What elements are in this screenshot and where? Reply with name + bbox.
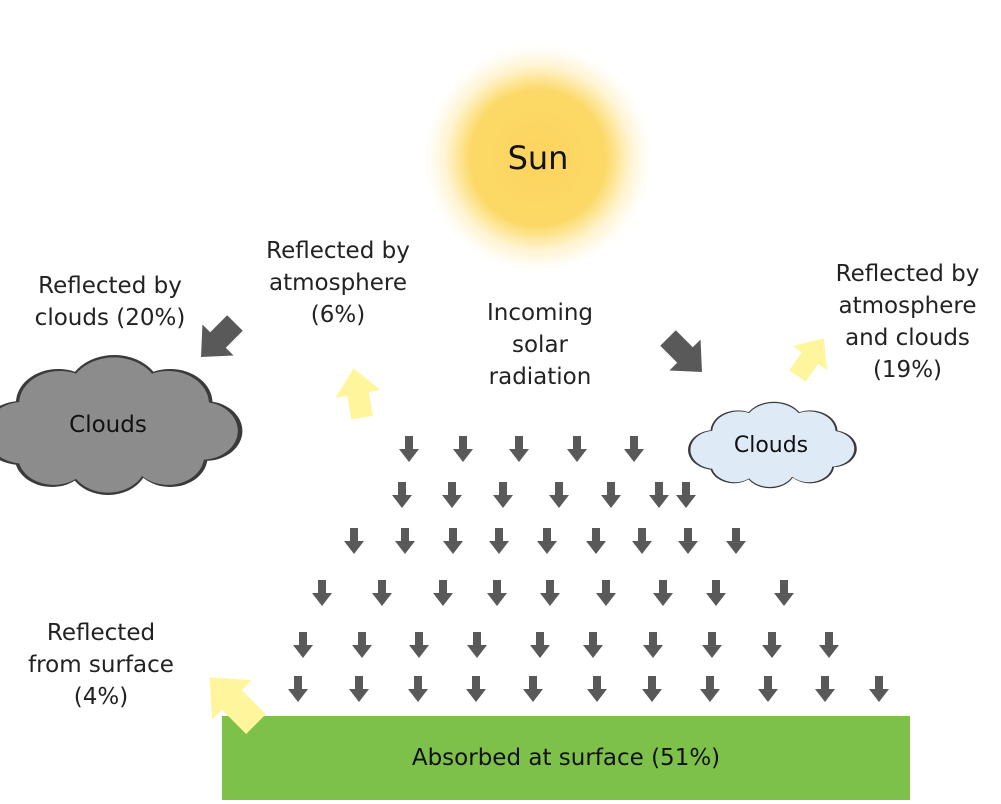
ray-arrow bbox=[352, 632, 372, 658]
ray-arrow bbox=[530, 632, 550, 658]
ray-arrow bbox=[583, 632, 603, 658]
ray-arrow bbox=[643, 632, 663, 658]
incoming-line-2: solar bbox=[512, 332, 568, 358]
ray-arrow bbox=[433, 580, 453, 606]
ray-arrow bbox=[567, 436, 587, 462]
reflected-atm-clouds-line-3: and clouds bbox=[845, 325, 970, 351]
ray-arrow bbox=[653, 580, 673, 606]
ray-arrow bbox=[453, 436, 473, 462]
ray-arrow bbox=[587, 676, 607, 702]
ray-arrow bbox=[642, 676, 662, 702]
reflected-surface-line-2: from surface bbox=[28, 652, 174, 678]
reflected-by-atmosphere-line-2: atmosphere bbox=[269, 270, 407, 296]
ray-arrow bbox=[312, 580, 332, 606]
ray-arrow bbox=[586, 528, 606, 554]
reflected-surface-arrow bbox=[209, 677, 266, 734]
reflected-surface-line-1: Reflected bbox=[46, 620, 156, 646]
ray-arrow bbox=[624, 436, 644, 462]
ray-arrow bbox=[523, 676, 543, 702]
reflected-by-clouds-line-1: Reflected by bbox=[38, 273, 182, 299]
ray-arrow bbox=[466, 676, 486, 702]
to-left-cloud-arrow bbox=[201, 315, 243, 357]
ray-arrow bbox=[372, 580, 392, 606]
ray-arrow bbox=[399, 436, 419, 462]
ray-arrow bbox=[392, 482, 412, 508]
reflected-atmosphere-clouds-arrow bbox=[789, 338, 828, 382]
sun bbox=[436, 56, 640, 260]
reflected-atmosphere-arrow bbox=[335, 368, 381, 420]
ray-arrow bbox=[395, 528, 415, 554]
reflected-atm-clouds-line-2: atmosphere bbox=[838, 293, 977, 319]
ray-arrow bbox=[349, 676, 369, 702]
absorbed-at-surface-label: Absorbed at surface (51%) bbox=[411, 745, 721, 771]
reflected-by-atmosphere-label: Reflected by atmosphere (6%) bbox=[238, 235, 438, 331]
reflected-by-clouds-label: Reflected by clouds (20%) bbox=[10, 270, 210, 334]
ray-arrow bbox=[288, 676, 308, 702]
ray-arrow bbox=[443, 528, 463, 554]
incoming-line-1: Incoming bbox=[486, 300, 594, 326]
incoming-line-3: radiation bbox=[488, 364, 592, 390]
sun-label: Sun bbox=[507, 139, 569, 177]
ray-arrow bbox=[487, 580, 507, 606]
ray-arrow bbox=[467, 632, 487, 658]
ray-arrow bbox=[509, 436, 529, 462]
ray-arrow bbox=[601, 482, 621, 508]
reflected-by-atmosphere-line-3: (6%) bbox=[310, 302, 366, 328]
ray-arrow bbox=[489, 528, 509, 554]
surface-band bbox=[222, 716, 910, 800]
ray-arrow bbox=[549, 482, 569, 508]
reflected-from-surface-label: Reflected from surface (4%) bbox=[6, 617, 196, 713]
ray-arrow bbox=[702, 632, 722, 658]
ray-arrow bbox=[540, 580, 560, 606]
incoming-solar-radiation-label: Incoming solar radiation bbox=[465, 297, 615, 393]
reflected-atm-clouds-line-4: (19%) bbox=[872, 357, 943, 383]
ray-arrow bbox=[537, 528, 557, 554]
ray-arrow bbox=[596, 580, 616, 606]
ray-arrow bbox=[706, 580, 726, 606]
ray-arrow bbox=[408, 676, 428, 702]
ray-arrow bbox=[293, 632, 313, 658]
ray-arrow bbox=[409, 632, 429, 658]
ray-arrow bbox=[632, 528, 652, 554]
reflected-atm-clouds-line-1: Reflected by bbox=[835, 261, 980, 287]
ray-arrow bbox=[493, 482, 513, 508]
ray-arrow bbox=[344, 528, 364, 554]
ray-arrow bbox=[758, 676, 778, 702]
incoming-arrow bbox=[660, 330, 702, 372]
reflected-by-atmosphere-line-1: Reflected by bbox=[266, 238, 410, 264]
ray-arrow bbox=[819, 632, 839, 658]
ray-arrow bbox=[678, 528, 698, 554]
ray-arrow bbox=[649, 482, 669, 508]
ray-arrow bbox=[676, 482, 696, 508]
reflected-by-clouds-line-2: clouds (20%) bbox=[34, 305, 186, 331]
ray-arrow bbox=[726, 528, 746, 554]
reflected-surface-line-3: (4%) bbox=[73, 684, 129, 710]
ray-arrow bbox=[700, 676, 720, 702]
ray-arrow bbox=[762, 632, 782, 658]
ray-arrow bbox=[815, 676, 835, 702]
ray-arrow bbox=[442, 482, 462, 508]
reflected-by-atmosphere-and-clouds-label: Reflected by atmosphere and clouds (19%) bbox=[815, 258, 1000, 386]
right-cloud-label: Clouds bbox=[733, 433, 809, 458]
ray-arrow bbox=[869, 676, 889, 702]
ray-arrow bbox=[774, 580, 794, 606]
left-cloud-label: Clouds bbox=[69, 412, 147, 438]
